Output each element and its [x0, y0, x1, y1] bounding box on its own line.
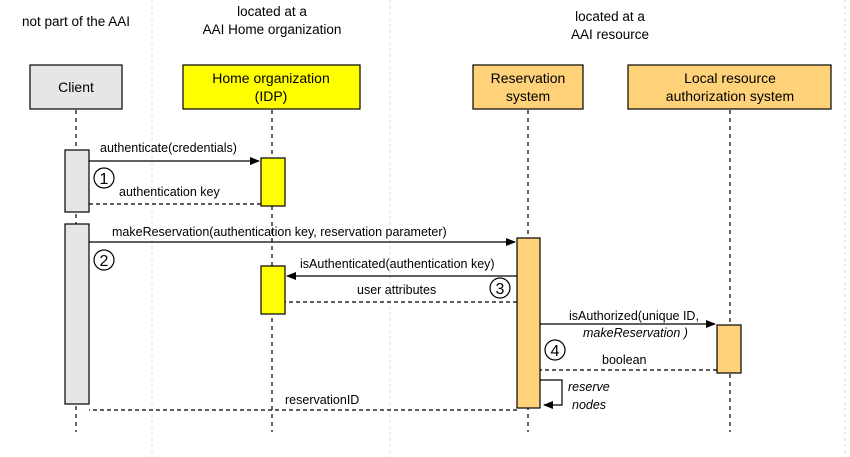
- activation-home-1: [260, 157, 286, 207]
- step-marker-3: 3: [489, 277, 511, 299]
- svg-text:Local resource: Local resource: [684, 70, 776, 86]
- step-marker-2: 2: [93, 249, 115, 271]
- arrow-reserve-nodes: [540, 379, 563, 409]
- label-reservation-id: reservationID: [285, 393, 359, 407]
- activation-local-auth: [716, 324, 742, 374]
- svg-text:2: 2: [100, 253, 109, 270]
- participant-reservation-system: Reservation system: [472, 64, 584, 110]
- label-is-authorized-line1: isAuthorized(unique ID,: [569, 309, 699, 323]
- label-is-authorized-line2: makeReservation ): [583, 326, 688, 340]
- region-label-left: not part of the AAI: [22, 14, 130, 29]
- label-nodes: nodes: [572, 398, 606, 412]
- label-authentication-key: authentication key: [119, 185, 221, 199]
- svg-text:1: 1: [100, 171, 109, 188]
- region-label-resource-line1: located at a: [575, 9, 645, 24]
- region-label-home-line2: AAI Home organization: [203, 22, 342, 37]
- svg-text:4: 4: [551, 343, 560, 360]
- activation-client-2: [64, 223, 90, 405]
- step-marker-4: 4: [544, 339, 566, 361]
- participant-local-resource-auth: Local resource authorization system: [627, 64, 832, 110]
- label-make-reservation: makeReservation(authentication key, rese…: [112, 225, 447, 239]
- svg-text:system: system: [506, 88, 550, 104]
- step-marker-1: 1: [93, 167, 115, 189]
- participant-client: Client: [29, 64, 123, 110]
- label-reserve: reserve: [568, 380, 610, 394]
- label-user-attributes: user attributes: [357, 283, 436, 297]
- label-is-authenticated: isAuthenticated(authentication key): [300, 257, 495, 271]
- svg-text:(IDP): (IDP): [255, 88, 288, 104]
- label-boolean: boolean: [602, 353, 647, 367]
- activation-home-2: [260, 265, 286, 315]
- svg-text:authorization system: authorization system: [666, 88, 794, 104]
- participant-home-organization: Home organization (IDP): [182, 64, 361, 110]
- svg-text:Reservation: Reservation: [491, 70, 566, 86]
- activation-reservation: [516, 237, 541, 409]
- activation-client-1: [64, 149, 90, 213]
- svg-text:Client: Client: [58, 79, 94, 95]
- svg-text:Home organization: Home organization: [212, 70, 330, 86]
- svg-text:3: 3: [496, 281, 505, 298]
- region-label-resource-line2: AAI resource: [571, 27, 649, 42]
- region-label-home-line1: located at a: [237, 4, 307, 19]
- label-authenticate: authenticate(credentials): [100, 141, 237, 155]
